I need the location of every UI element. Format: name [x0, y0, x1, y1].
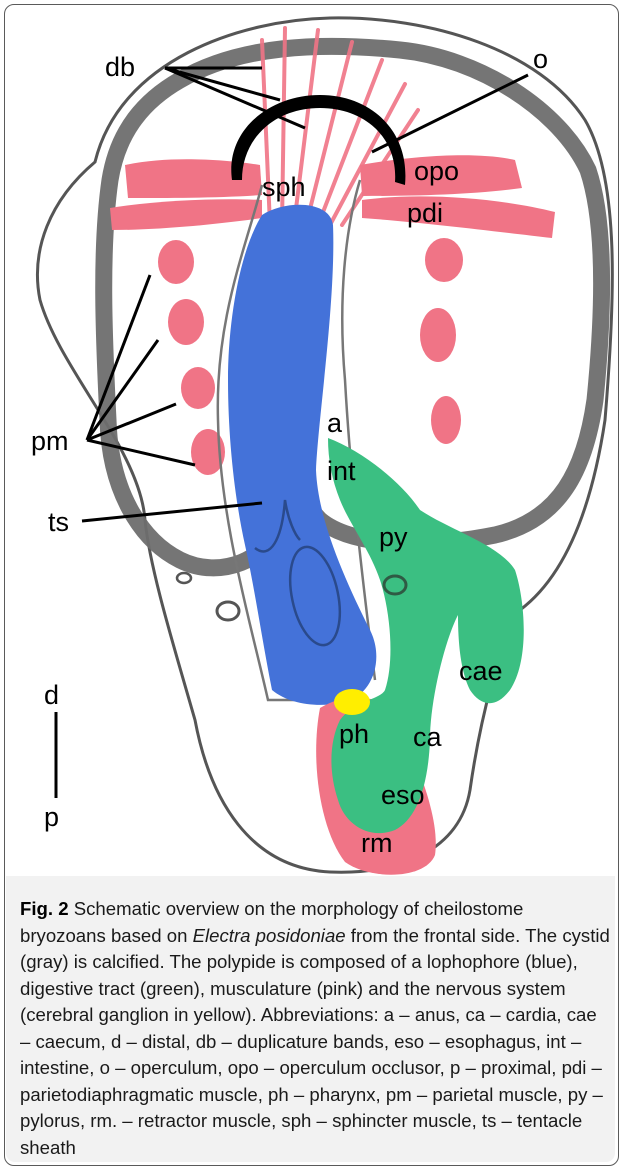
parietodiaphragmatic-right — [362, 196, 555, 238]
label-int: int — [327, 456, 356, 486]
label-cae: cae — [459, 656, 503, 686]
parietal-muscle — [420, 308, 456, 362]
label-proximal: p — [44, 802, 59, 832]
figure-caption: Fig. 2 Schematic overview on the morphol… — [20, 896, 610, 1161]
label-distal: d — [44, 680, 59, 710]
figure-label: Fig. 2 — [20, 898, 69, 919]
label-o: o — [533, 44, 548, 74]
morphology-diagram: db o sph opo pdi pm a int ts py cae ca p… — [0, 0, 625, 876]
label-pm: pm — [31, 426, 69, 456]
label-sph: sph — [262, 172, 306, 202]
pore — [177, 573, 191, 583]
pore — [217, 602, 239, 620]
parietal-muscle — [181, 367, 215, 409]
label-opo: opo — [414, 156, 459, 186]
parietal-muscle — [168, 299, 204, 345]
parietal-muscle — [431, 396, 461, 444]
label-ts: ts — [48, 507, 69, 537]
label-pdi: pdi — [407, 198, 443, 228]
parietal-muscle — [425, 238, 463, 282]
parietal-muscle — [158, 240, 194, 284]
label-rm: rm — [361, 828, 392, 858]
label-db: db — [105, 52, 135, 82]
caption-text: from the frontal side. The cystid (gray)… — [20, 925, 610, 1158]
label-a: a — [327, 408, 343, 438]
label-ph: ph — [339, 719, 369, 749]
parietodiaphragmatic-left — [110, 199, 262, 230]
cerebral-ganglion — [334, 689, 370, 715]
species-name: Electra posidoniae — [193, 925, 346, 946]
label-py: py — [379, 522, 408, 552]
label-ca: ca — [413, 722, 443, 752]
label-eso: eso — [381, 780, 425, 810]
